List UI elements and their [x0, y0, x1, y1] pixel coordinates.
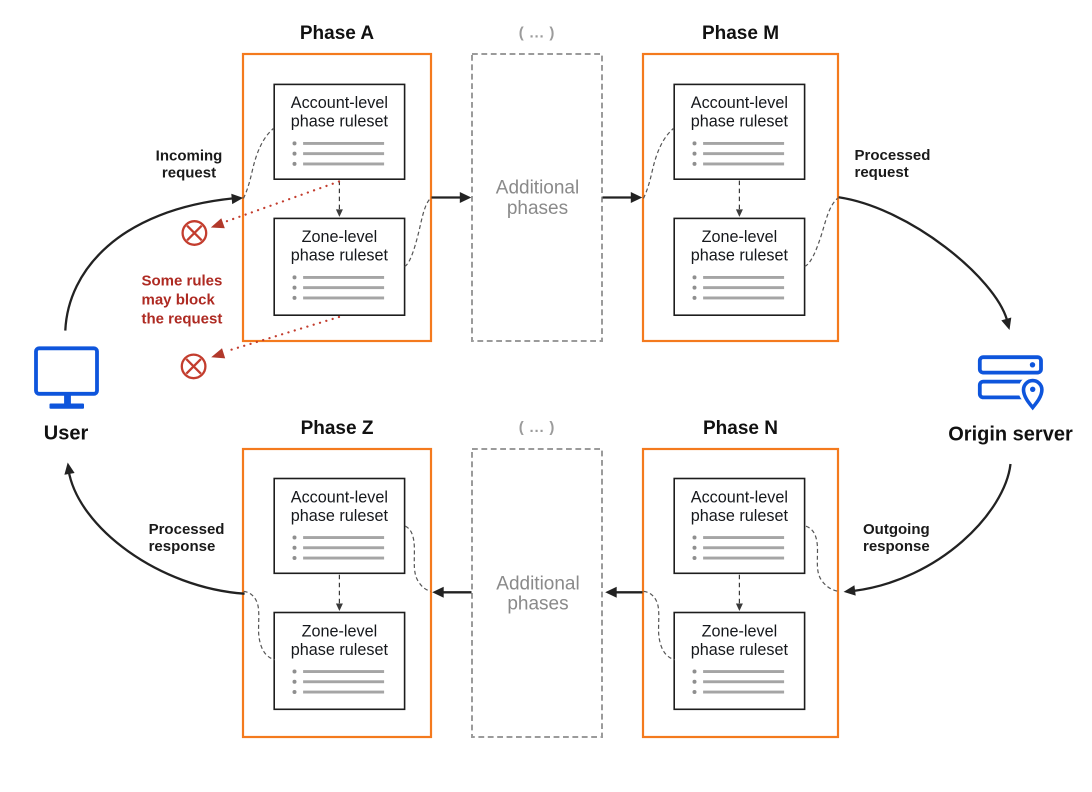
svg-text:Phase Z: Phase Z: [301, 418, 374, 439]
svg-text:may block: may block: [142, 292, 216, 309]
svg-text:( ... ): ( ... ): [519, 25, 555, 42]
svg-text:User: User: [44, 423, 89, 445]
svg-text:Phase A: Phase A: [300, 23, 375, 44]
svg-text:( ... ): ( ... ): [519, 419, 555, 436]
svg-text:phases: phases: [507, 198, 568, 219]
svg-text:Incoming: Incoming: [156, 148, 223, 165]
svg-text:Phase N: Phase N: [703, 418, 778, 439]
svg-text:Processed: Processed: [149, 521, 225, 538]
svg-text:Origin server: Origin server: [948, 424, 1073, 446]
svg-text:Additional: Additional: [496, 178, 579, 199]
svg-text:response: response: [149, 538, 216, 555]
svg-text:the request: the request: [142, 311, 223, 328]
svg-text:Phase M: Phase M: [702, 23, 779, 44]
svg-text:request: request: [855, 164, 909, 181]
svg-text:phases: phases: [507, 594, 568, 615]
svg-text:Outgoing: Outgoing: [863, 521, 930, 538]
svg-text:Additional: Additional: [496, 574, 579, 595]
svg-text:request: request: [162, 165, 216, 182]
svg-text:Processed: Processed: [855, 147, 931, 164]
svg-text:response: response: [863, 538, 930, 555]
svg-text:Some rules: Some rules: [142, 273, 223, 290]
